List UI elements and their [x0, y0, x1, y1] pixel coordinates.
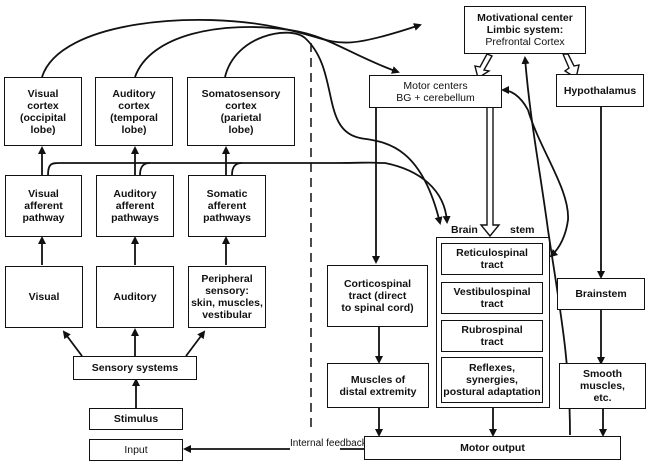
hypothalamus-box: Hypothalamus — [556, 74, 644, 107]
reticulospinal-tract-box: Reticulospinal tract — [441, 243, 543, 275]
limbic-to-hypothalamus-hollow-arrow — [561, 53, 580, 80]
stem-label: stem — [510, 224, 535, 236]
input-box: Input — [89, 439, 183, 461]
somatic-afferent-pathways-box: Somatic afferent pathways — [188, 175, 266, 237]
stimulus-box: Stimulus — [89, 408, 183, 430]
brainstem-tracts-group — [436, 237, 550, 408]
somatosensory-cortex-curve — [224, 31, 443, 225]
smooth-muscles-box: Smooth muscles, etc. — [559, 363, 646, 409]
brainstem-box: Brainstem — [557, 278, 645, 310]
visual-cortex-curve — [41, 18, 422, 78]
auditory-cortex-curve — [134, 26, 400, 78]
brain-label: Brain — [451, 224, 478, 236]
feedback-to-brainstem-curve — [527, 109, 569, 258]
motor-centers-box: Motor centers BG + cerebellum — [369, 75, 502, 108]
corticospinal-tract-box: Corticospinal tract (direct to spinal co… — [327, 265, 428, 327]
motor-output-box: Motor output — [364, 436, 621, 460]
somatosensory-cortex-box: Somatosensory cortex (parietal lobe) — [187, 77, 295, 146]
rubrospinal-tract-box: Rubrospinal tract — [441, 320, 543, 352]
visual-receptor-box: Visual — [5, 266, 83, 328]
sensory-systems-box: Sensory systems — [73, 356, 197, 380]
peripheral-sensory-box: Peripheral sensory: skin, muscles, vesti… — [188, 266, 266, 328]
motor-to-brainstem-hollow-arrow — [479, 106, 501, 238]
auditory-cortex-box: Auditory cortex (temporal lobe) — [95, 77, 173, 146]
feedback-to-motor-centers-curve — [501, 86, 529, 111]
limbic-to-motor-hollow-arrow — [474, 53, 494, 80]
internal-feedback-label: Internal feedback — [290, 438, 367, 449]
motivational-center-box: Motivational center Limbic system: Prefr… — [464, 6, 586, 54]
auditory-receptor-box: Auditory — [96, 266, 174, 328]
auditory-afferent-pathways-box: Auditory afferent pathways — [96, 175, 174, 237]
motivational-center-title: Motivational center Limbic system: — [477, 12, 573, 36]
reflexes-synergies-box: Reflexes, synergies, postural adaptation — [441, 357, 543, 403]
pathway-collector-curve — [47, 161, 451, 224]
prefrontal-cortex-label: Prefrontal Cortex — [485, 36, 565, 48]
visual-cortex-box: Visual cortex (occipital lobe) — [4, 77, 82, 146]
muscles-distal-extremity-box: Muscles of distal extremity — [327, 363, 429, 408]
vestibulospinal-tract-box: Vestibulospinal tract — [441, 282, 543, 314]
visual-afferent-pathway-box: Visual afferent pathway — [5, 175, 82, 237]
